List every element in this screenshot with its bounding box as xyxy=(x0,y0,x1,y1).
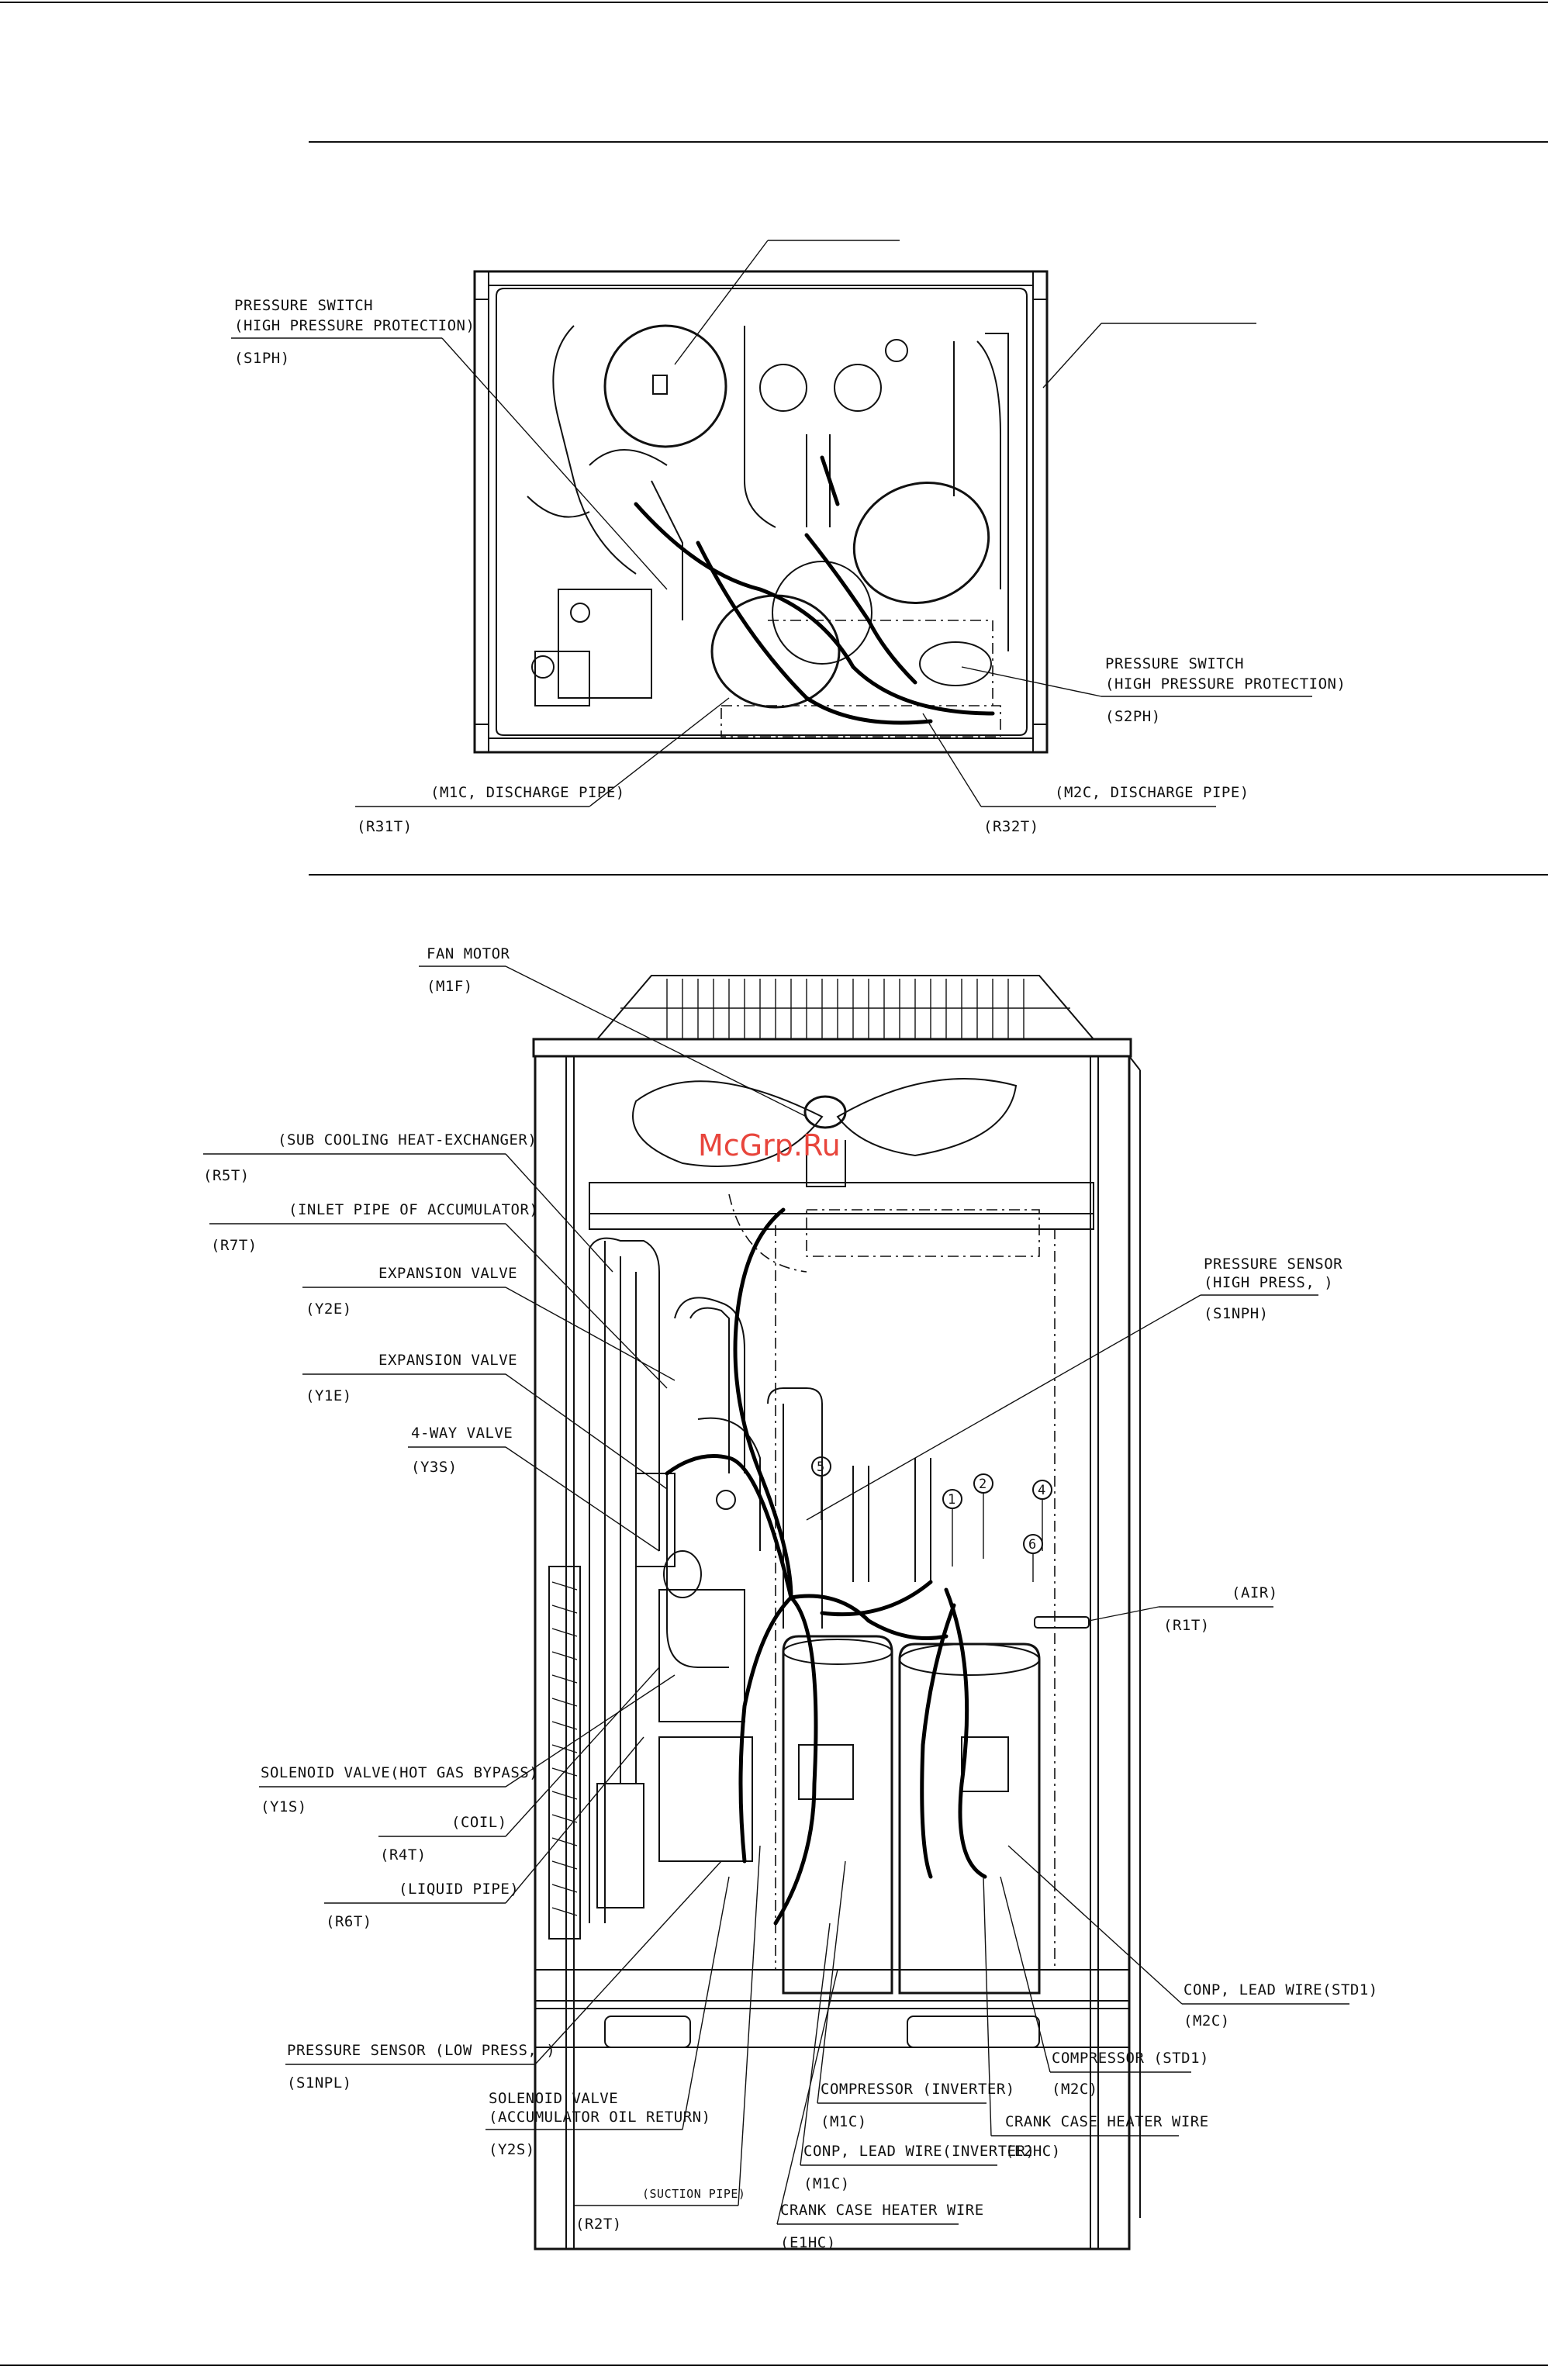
coil-code: (R4T) xyxy=(380,1846,427,1864)
press-sensor-high-line1: PRESSURE SENSOR xyxy=(1204,1256,1342,1273)
conp-lead-std-label: CONP, LEAD WIRE(STD1) xyxy=(1183,1981,1378,1998)
r32t-code: (R32T) xyxy=(983,818,1039,835)
liquid-pipe-label: (LIQUID PIPE) xyxy=(399,1881,519,1898)
front-view-callouts: FAN MOTOR (M1F) (SUB COOLING HEAT-EXCHAN… xyxy=(203,945,1378,2251)
conp-lead-inverter-code: (M1C) xyxy=(803,2175,850,2192)
fan-guard-grille xyxy=(620,979,1070,1039)
front-view-drawing: 5 1 2 4 6 xyxy=(532,975,1141,2250)
four-way-valve-label: 4-WAY VALVE xyxy=(411,1425,513,1442)
press-sensor-low-code: (S1NPL) xyxy=(287,2074,352,2092)
circled-markers: 5 1 2 4 6 xyxy=(811,1456,1052,1582)
press-sensor-high-line2: (HIGH PRESS, ) xyxy=(1204,1274,1333,1291)
top-view-callouts: PRESSURE SWITCH (HIGH PRESSURE PROTECTIO… xyxy=(231,240,1346,835)
circled-number-4: 4 xyxy=(1038,1483,1046,1498)
four-way-valve-code: (Y3S) xyxy=(411,1459,458,1476)
sub-cooling-label: (SUB COOLING HEAT-EXCHANGER) xyxy=(278,1131,537,1149)
suction-pipe-label: (SUCTION PIPE) xyxy=(642,2187,745,2201)
crank-heater-1-code: (E1HC) xyxy=(780,2234,836,2251)
r31t-label: (M1C, DISCHARGE PIPE) xyxy=(430,784,625,801)
s2ph-code: (S2PH) xyxy=(1105,708,1161,725)
s1ph-label-line1: PRESSURE SWITCH xyxy=(234,297,373,314)
liquid-pipe-code: (R6T) xyxy=(326,1913,372,1930)
s2ph-label-line1: PRESSURE SWITCH xyxy=(1105,655,1244,672)
inlet-pipe-code: (R7T) xyxy=(211,1237,257,1254)
press-sensor-high-code: (S1NPH) xyxy=(1204,1305,1269,1322)
circled-number-5: 5 xyxy=(817,1459,825,1475)
fan-motor-code: (M1F) xyxy=(427,978,473,995)
top-view-drawing xyxy=(473,270,1049,754)
exp-valve-2-code: (Y1E) xyxy=(306,1387,352,1404)
conp-lead-inverter-label: CONP, LEAD WIRE(INVERTER) xyxy=(803,2143,1035,2160)
suction-pipe-code: (R2T) xyxy=(575,2216,622,2233)
compressor-inverter-label: COMPRESSOR (INVERTER) xyxy=(821,2081,1015,2098)
circled-number-2: 2 xyxy=(979,1477,987,1492)
heat-exchanger-coil xyxy=(548,1566,581,1940)
circled-number-1: 1 xyxy=(948,1492,956,1508)
compressor-std-code: (M2C) xyxy=(1052,2081,1098,2098)
exp-valve-1-label: EXPANSION VALVE xyxy=(378,1265,517,1282)
solenoid-oil-line1: SOLENOID VALVE xyxy=(489,2090,618,2107)
exp-valve-2-label: EXPANSION VALVE xyxy=(378,1352,517,1369)
compressor-inverter-code: (M1C) xyxy=(821,2113,867,2130)
r31t-code: (R31T) xyxy=(357,818,413,835)
solenoid-hot-gas-label: SOLENOID VALVE(HOT GAS BYPASS) xyxy=(261,1764,538,1781)
conp-lead-std-code: (M2C) xyxy=(1183,2012,1230,2029)
press-sensor-low-label: PRESSURE SENSOR (LOW PRESS, ) xyxy=(287,2042,555,2059)
inlet-pipe-label: (INLET PIPE OF ACCUMULATOR) xyxy=(289,1201,538,1218)
exp-valve-1-code: (Y2E) xyxy=(306,1301,352,1318)
s2ph-label-line2: (HIGH PRESSURE PROTECTION) xyxy=(1105,675,1346,693)
coil-label: (COIL) xyxy=(451,1814,507,1831)
air-label: (AIR) xyxy=(1232,1584,1278,1601)
solenoid-hot-gas-code: (Y1S) xyxy=(261,1798,307,1815)
solenoid-oil-code: (Y2S) xyxy=(489,2141,535,2158)
crank-heater-2-label: CRANK CASE HEATER WIRE xyxy=(1005,2113,1209,2130)
fan-motor-label: FAN MOTOR xyxy=(427,945,510,962)
s1ph-code: (S1PH) xyxy=(234,350,290,367)
compressor-std-label: COMPRESSOR (STD1) xyxy=(1052,2050,1209,2067)
air-code: (R1T) xyxy=(1163,1617,1210,1634)
watermark: McGrp.Ru xyxy=(698,1128,841,1162)
crank-heater-1-label: CRANK CASE HEATER WIRE xyxy=(780,2202,984,2219)
circled-number-6: 6 xyxy=(1028,1537,1037,1553)
sub-cooling-code: (R5T) xyxy=(203,1167,250,1184)
solenoid-oil-line2: (ACCUMULATOR OIL RETURN) xyxy=(489,2109,711,2126)
r32t-label: (M2C, DISCHARGE PIPE) xyxy=(1055,784,1249,801)
s1ph-label-line2: (HIGH PRESSURE PROTECTION) xyxy=(234,317,475,334)
crank-heater-2-code: (E2HC) xyxy=(1005,2143,1061,2160)
